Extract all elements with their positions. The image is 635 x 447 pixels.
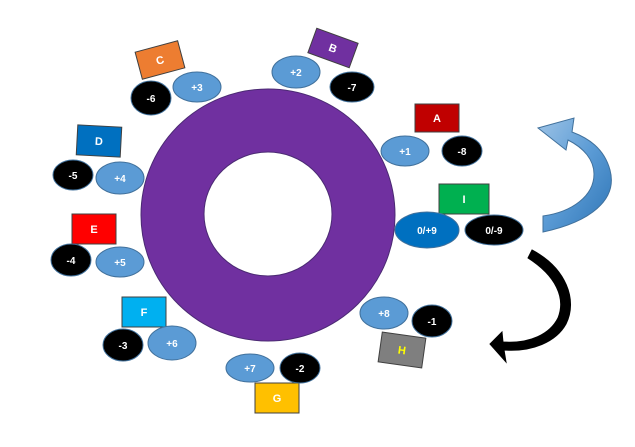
positive-value: +1 <box>399 147 411 158</box>
negative-oval <box>130 80 172 116</box>
positive-value: +5 <box>114 258 126 269</box>
label-text: I <box>462 194 465 206</box>
positive-oval <box>95 246 145 278</box>
positive-value: +7 <box>244 364 256 375</box>
node-f: F +6 -3 <box>102 296 197 362</box>
negative-oval <box>52 159 94 191</box>
positive-oval <box>380 135 430 167</box>
label-box-c: C <box>134 40 186 80</box>
negative-value: -4 <box>67 256 76 267</box>
negative-oval <box>279 352 321 384</box>
node-b: B +2 -7 <box>271 27 375 103</box>
positive-value: +4 <box>114 174 126 185</box>
positive-value: +8 <box>378 309 390 320</box>
label-text: A <box>433 113 441 125</box>
label-text: E <box>90 224 97 236</box>
label-text: D <box>95 136 104 148</box>
positive-oval <box>225 353 275 383</box>
node-h: H +8 -1 <box>359 296 453 369</box>
label-box-f: F <box>121 296 167 328</box>
negative-value: -1 <box>428 317 437 328</box>
positive-value: +2 <box>290 68 302 79</box>
clockwise-arrow <box>489 249 571 364</box>
positive-value: +6 <box>166 339 178 350</box>
label-text: C <box>155 54 166 68</box>
negative-value: -6 <box>147 94 156 105</box>
negative-oval <box>102 328 144 362</box>
purple-ring <box>140 88 396 342</box>
negative-oval <box>50 243 92 277</box>
node-g: G +7 -2 <box>225 352 321 414</box>
negative-value: -7 <box>348 83 357 94</box>
positive-value: 0/+9 <box>417 226 437 237</box>
label-text: H <box>397 344 407 357</box>
negative-oval <box>329 71 375 103</box>
label-text: B <box>327 42 339 56</box>
node-e: E +5 -4 <box>50 213 145 278</box>
negative-oval <box>441 135 483 167</box>
counterclockwise-arrow <box>536 117 612 233</box>
positive-oval <box>147 325 197 361</box>
node-c: C +3 -6 <box>130 40 222 116</box>
negative-value: 0/-9 <box>485 226 503 237</box>
label-box-a: A <box>414 103 460 133</box>
negative-oval <box>464 214 524 246</box>
positive-oval <box>172 71 222 103</box>
label-box-d: D <box>75 124 123 158</box>
positive-oval <box>359 296 409 330</box>
negative-oval <box>411 304 453 338</box>
negative-value: -5 <box>69 171 78 182</box>
positive-oval <box>95 161 145 195</box>
label-box-g: G <box>254 382 300 414</box>
label-box-b: B <box>307 27 359 69</box>
node-i: I 0/+9 0/-9 <box>394 183 524 249</box>
negative-value: -3 <box>119 341 128 352</box>
label-text: F <box>141 307 148 319</box>
negative-value: -8 <box>458 147 467 158</box>
node-a: A +1 -8 <box>380 103 483 167</box>
negative-value: -2 <box>296 364 305 375</box>
node-d: D +4 -5 <box>52 124 145 195</box>
positive-oval <box>394 211 460 249</box>
positive-oval <box>271 55 321 89</box>
label-box-h: H <box>377 331 427 369</box>
label-box-e: E <box>71 213 117 245</box>
label-box-i: I <box>438 183 490 215</box>
positive-value: +3 <box>191 83 203 94</box>
label-text: G <box>273 393 282 405</box>
